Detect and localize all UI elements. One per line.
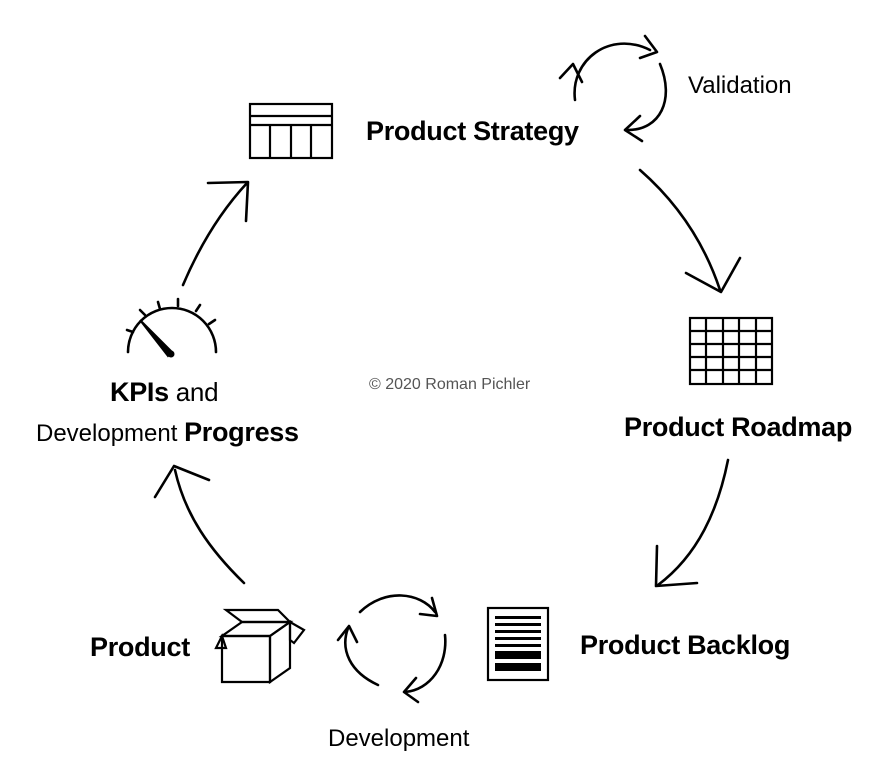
table-grid-icon xyxy=(248,102,334,160)
development-loop: Development xyxy=(328,594,470,752)
arrow-strategy-to-roadmap xyxy=(638,168,742,294)
node-kpis-progress: KPIs and Development Progress xyxy=(36,297,299,447)
copyright-text: © 2020 Roman Pichler xyxy=(369,376,531,393)
cycle-arrows-icon xyxy=(336,594,447,704)
roadmap-grid-icon xyxy=(688,316,774,386)
open-box-icon xyxy=(214,608,306,685)
node-product: Product xyxy=(90,608,306,685)
product-backlog-label: Product Backlog xyxy=(580,630,790,660)
validation-label: Validation xyxy=(688,72,792,99)
node-product-backlog: Product Backlog xyxy=(486,606,790,682)
arrow-kpis-to-strategy xyxy=(181,180,250,287)
product-label: Product xyxy=(90,632,190,662)
node-product-roadmap: Product Roadmap xyxy=(624,316,852,442)
speedometer-icon xyxy=(125,297,218,358)
backlog-list-icon xyxy=(486,606,550,682)
kpis-line-2: Development Progress xyxy=(36,417,299,447)
development-label: Development xyxy=(328,725,470,752)
product-strategy-label: Product Strategy xyxy=(366,116,579,146)
arrow-product-to-kpis xyxy=(153,464,246,585)
validation-loop: Validation xyxy=(558,34,792,143)
cycle-arrows-icon xyxy=(558,34,668,143)
product-roadmap-label: Product Roadmap xyxy=(624,412,852,442)
arrow-roadmap-to-backlog xyxy=(654,458,730,588)
kpis-line-1: KPIs and xyxy=(110,377,218,407)
node-product-strategy: Product Strategy xyxy=(248,102,579,160)
